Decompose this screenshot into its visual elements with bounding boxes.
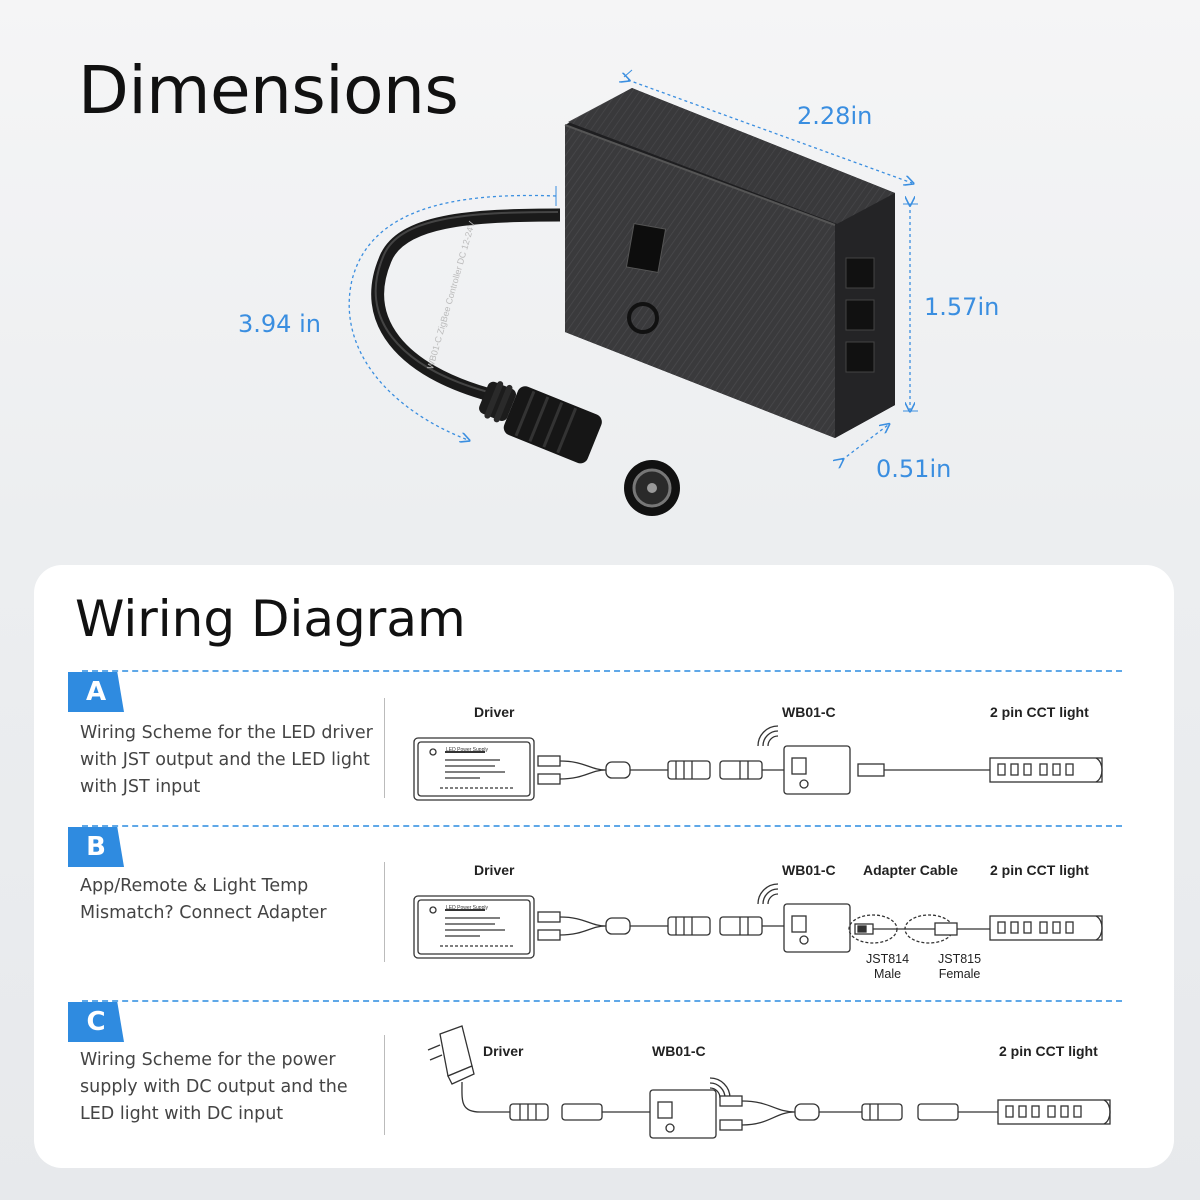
depth-dimension-line (842, 425, 888, 460)
section-b-light-label: 2 pin CCT light (990, 862, 1089, 878)
section-c-separator (384, 1035, 385, 1135)
section-b-adapter-label: Adapter Cable (863, 862, 958, 878)
section-b-separator (384, 862, 385, 962)
section-a-description: Wiring Scheme for the LED driver with JS… (80, 723, 373, 797)
dimensions-title: Dimensions (78, 52, 459, 129)
section-c-input-cables (509, 1103, 650, 1121)
cable-length-label: 3.94 in (238, 310, 321, 338)
section-a-led-driver-icon (413, 737, 535, 801)
section-c-light-label: 2 pin CCT light (999, 1043, 1098, 1059)
section-a-badge: A (68, 672, 124, 712)
depth-label: 0.51in (876, 455, 952, 483)
dc-female-connector (479, 381, 602, 464)
section-b-wireless-signal-icon (757, 883, 779, 905)
section-b-led-strip-icon (989, 915, 1103, 941)
wiring-card (34, 565, 1174, 1168)
section-a-driver-label: Driver (474, 704, 515, 720)
device-illustration: WB01-C ZigBee Controller DC 12-24V (348, 69, 918, 516)
section-b-psu-text: LED Power Supply (446, 905, 488, 911)
section-b-description: App/Remote & Light Temp Mismatch? Connec… (80, 876, 327, 923)
section-c-controller-icon (649, 1077, 731, 1139)
section-b-divider (82, 825, 1122, 827)
section-c-output-cables (719, 1095, 998, 1131)
section-a-controller-icon (757, 725, 851, 795)
section-a-separator (384, 698, 385, 798)
section-b-cables (537, 911, 784, 941)
section-c-divider (82, 1000, 1122, 1002)
section-a-controller-label: WB01-C (782, 704, 836, 720)
section-c-wall-adapter-icon (427, 1025, 510, 1113)
section-b-driver-label: Driver (474, 862, 515, 878)
section-c-description: Wiring Scheme for the power supply with … (80, 1050, 348, 1124)
wiring-title: Wiring Diagram (75, 590, 466, 648)
dc-cable (371, 208, 561, 402)
section-b-controller-label: WB01-C (782, 862, 836, 878)
section-a-led-strip-icon (989, 757, 1103, 783)
section-c-controller-label: WB01-C (652, 1043, 706, 1059)
section-a-cables (537, 755, 784, 785)
section-c-driver-label: Driver (483, 1043, 524, 1059)
section-c-led-strip-icon (997, 1099, 1111, 1125)
section-c-badge: C (68, 1002, 124, 1042)
section-b-badge: B (68, 827, 124, 867)
height-label: 1.57in (924, 293, 1000, 321)
section-a-output-cable (857, 763, 990, 777)
section-b-controller-icon (757, 883, 851, 953)
section-a-wireless-signal-icon (757, 725, 779, 747)
length-dimension-line (628, 80, 912, 183)
section-a-psu-text: LED Power Supply (446, 747, 488, 753)
section-b-adapter-cable (848, 914, 990, 944)
cable-dimension-line (348, 194, 557, 440)
section-a-divider (82, 670, 1122, 672)
section-a-light-label: 2 pin CCT light (990, 704, 1089, 720)
length-label: 2.28in (797, 102, 873, 130)
section-b-led-driver-icon (413, 895, 535, 959)
